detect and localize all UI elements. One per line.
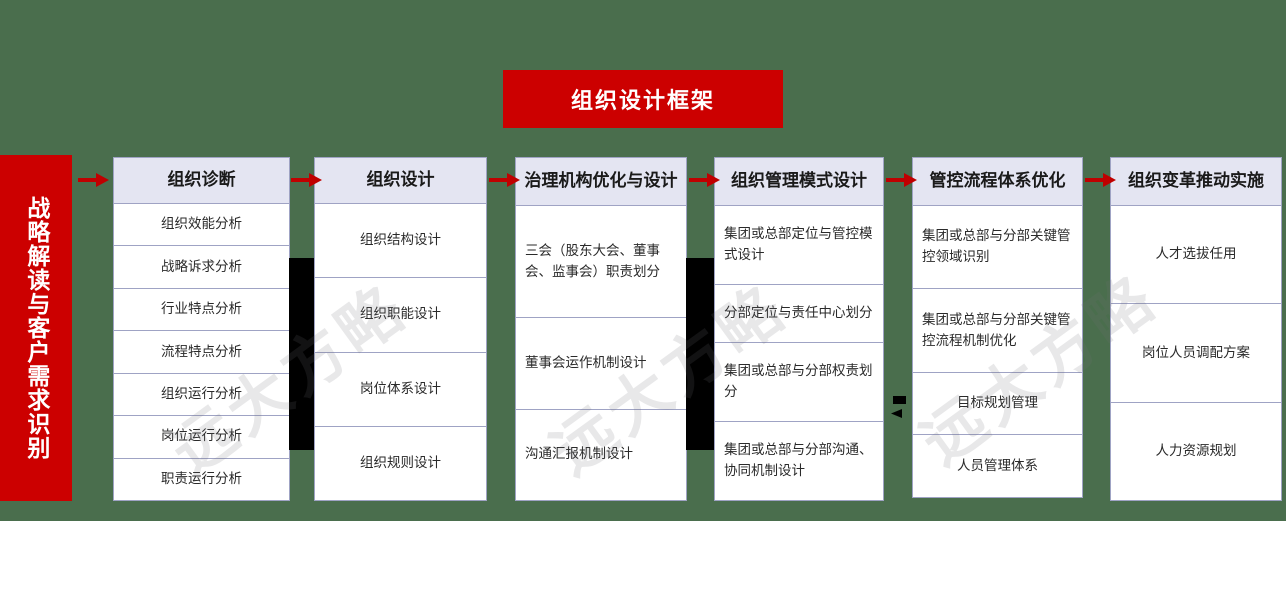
stage-column-change-implementation: 组织变革 推动实施 人才选拔任用 岗位人员调配方案 人力资源规划 <box>1110 157 1282 501</box>
column-body: 三会（股东大会、董事会、监事会）职责划分 董事会运作机制设计 沟通汇报机制设计 <box>516 206 686 500</box>
occlusion-artifact <box>289 258 314 450</box>
arrow-shaft <box>489 178 509 182</box>
list-item: 目标规划管理 <box>913 373 1082 436</box>
list-item: 岗位体系设计 <box>315 353 486 427</box>
stage-column-organization-design: 组织设计 组织结构设计 组织职能设计 岗位体系设计 组织规则设计 <box>314 157 487 501</box>
list-item: 人力资源规划 <box>1155 442 1237 458</box>
list-item: 战略诉求分析 <box>114 246 289 289</box>
list-item: 行业特点分析 <box>114 289 289 332</box>
stage-label-vertical: 战略解读与客户需求识别 <box>23 196 50 460</box>
arrow-shaft <box>886 178 906 182</box>
column-header-line1: 管控流程 <box>929 171 998 191</box>
stage-column-organization-diagnosis: 组织诊断 组织效能分析 战略诉求分析 行业特点分析 流程特点分析 组织运行分析 … <box>113 157 290 501</box>
flow-arrow-icon <box>78 173 110 187</box>
list-item: 集团或总部与分部关键管控领域识别 <box>913 206 1082 290</box>
stage-column-management-mode-design: 组织管理 模式设计 集团或总部定位与管控模式设计 分部定位与责任中心划分 集团或… <box>714 157 884 501</box>
diagram-title-banner: 组织设计框架 <box>503 70 783 128</box>
column-body: 组织结构设计 组织职能设计 岗位体系设计 组织规则设计 <box>315 204 486 500</box>
arrow-shaft <box>689 178 709 182</box>
list-item: 人才选拔任用 <box>1111 206 1281 305</box>
page-title: 组织设计框架 <box>570 88 715 113</box>
list-item: 岗位人员调配方案 <box>1111 304 1281 403</box>
arrow-head <box>904 173 917 187</box>
arrow-head <box>1103 173 1116 187</box>
column-header-line2: 优化与设计 <box>592 171 678 191</box>
column-header-line1: 组织管理 <box>731 171 799 191</box>
list-item: 组织运行分析 <box>114 374 289 417</box>
column-header: 组织诊断 <box>114 158 289 204</box>
list-item: 组织规则设计 <box>360 454 441 470</box>
list-item: 沟通汇报机制设计 <box>525 446 633 462</box>
list-item: 组织效能分析 <box>114 204 289 247</box>
flow-arrow-icon <box>689 173 721 187</box>
column-body: 人才选拔任用 岗位人员调配方案 人力资源规划 <box>1111 206 1281 500</box>
column-header-line1: 组织变革 <box>1128 171 1196 191</box>
list-item: 组织结构设计 <box>315 204 486 279</box>
list-item: 分部定位与责任中心划分 <box>715 285 883 344</box>
list-item: 集团或总部与分部关键管控流程机制优化 <box>913 289 1082 373</box>
arrow-head <box>96 173 109 187</box>
list-item: 流程特点分析 <box>114 331 289 374</box>
stage-column-governance-structure: 治理机构 优化与设计 三会（股东大会、董事会、监事会）职责划分 董事会运作机制设… <box>515 157 687 501</box>
arrow-shaft <box>78 178 98 182</box>
column-header: 管控流程 体系优化 <box>913 158 1082 206</box>
flow-arrow-icon <box>291 173 323 187</box>
list-item: 三会（股东大会、董事会、监事会）职责划分 <box>516 206 686 319</box>
list-item: 集团或总部定位与管控模式设计 <box>715 206 883 285</box>
column-body: 组织效能分析 战略诉求分析 行业特点分析 流程特点分析 组织运行分析 岗位运行分… <box>114 204 289 500</box>
arrow-head <box>707 173 720 187</box>
stage-column-control-process-optimization: 管控流程 体系优化 集团或总部与分部关键管控领域识别 集团或总部与分部关键管控流… <box>912 157 1083 498</box>
column-body: 集团或总部与分部关键管控领域识别 集团或总部与分部关键管控流程机制优化 目标规划… <box>913 206 1082 497</box>
occlusion-artifact <box>686 258 714 450</box>
list-item: 集团或总部与分部权责划分 <box>715 343 883 423</box>
arrow-head <box>309 173 322 187</box>
column-header: 组织设计 <box>315 158 486 204</box>
list-item: 董事会运作机制设计 <box>516 318 686 410</box>
stage-strategy-interpretation: 战略解读与客户需求识别 <box>0 155 72 501</box>
occlusion-artifact <box>893 396 906 404</box>
list-item: 岗位运行分析 <box>114 416 289 459</box>
arrow-shaft <box>1085 178 1105 182</box>
list-item: 集团或总部与分部沟通、协同机制设计 <box>724 442 873 479</box>
column-header-line2: 体系优化 <box>997 171 1066 191</box>
column-header: 组织变革 推动实施 <box>1111 158 1281 206</box>
column-header-line1: 治理机构 <box>524 171 593 191</box>
list-item: 人员管理体系 <box>957 457 1038 473</box>
arrow-shaft <box>291 178 311 182</box>
occlusion-artifact <box>891 409 902 418</box>
column-header-line2: 推动实施 <box>1196 171 1264 191</box>
flow-arrow-icon <box>1085 173 1117 187</box>
list-item: 组织职能设计 <box>315 278 486 353</box>
flow-arrow-icon <box>489 173 521 187</box>
column-header-line2: 模式设计 <box>799 171 867 191</box>
flow-arrow-icon <box>886 173 918 187</box>
column-header: 组织管理 模式设计 <box>715 158 883 206</box>
arrow-head <box>507 173 520 187</box>
column-header: 治理机构 优化与设计 <box>516 158 686 206</box>
column-body: 集团或总部定位与管控模式设计 分部定位与责任中心划分 集团或总部与分部权责划分 … <box>715 206 883 500</box>
list-item: 职责运行分析 <box>161 470 242 486</box>
